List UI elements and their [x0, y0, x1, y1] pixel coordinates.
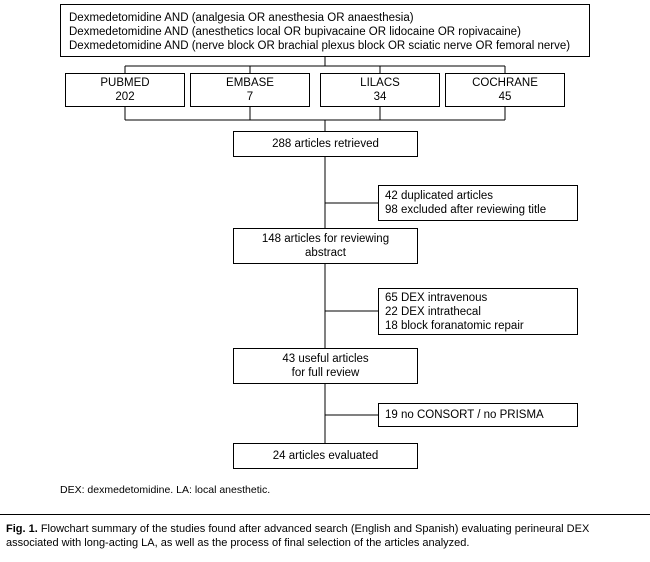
exclusion-1-line-2: 98 excluded after reviewing title	[385, 204, 547, 216]
exclusion-3-line-1: 19 no CONSORT / no PRISMA	[385, 409, 544, 421]
stage-abstract-line-2: abstract	[305, 247, 346, 259]
exclusion-box-1: 42 duplicated articles 98 excluded after…	[378, 185, 578, 221]
stage-box-retrieved: 288 articles retrieved	[233, 131, 418, 157]
abbreviations-note: DEX: dexmedetomidine. LA: local anesthet…	[60, 484, 271, 496]
database-count-lilacs: 34	[373, 91, 387, 103]
exclusion-box-2: 65 DEX intravenous 22 DEX intrathecal 18…	[378, 288, 578, 335]
stage-evaluated-line-1: 24 articles evaluated	[272, 450, 379, 462]
stage-box-abstract: 148 articles for reviewing abstract	[233, 228, 418, 264]
database-name-pubmed: PUBMED	[100, 77, 150, 89]
stage-box-evaluated: 24 articles evaluated	[233, 443, 418, 469]
database-name-embase: EMBASE	[226, 77, 274, 89]
exclusion-2-line-2: 22 DEX intrathecal	[385, 305, 481, 318]
exclusion-1-line-1: 42 duplicated articles	[385, 190, 494, 202]
database-name-lilacs: LILACS	[360, 77, 400, 89]
figure-caption: Fig. 1. Flowchart summary of the studies…	[6, 522, 644, 550]
exclusion-2-line-1: 65 DEX intravenous	[385, 291, 488, 304]
stage-full-review-line-2: for full review	[291, 367, 360, 379]
figure-caption-label: Fig. 1.	[6, 523, 38, 535]
database-box-embase: EMBASE 7	[190, 73, 310, 107]
exclusion-2-line-3: 18 block foranatomic repair	[385, 319, 524, 332]
database-count-pubmed: 202	[115, 91, 135, 103]
database-box-pubmed: PUBMED 202	[65, 73, 185, 107]
query-line-1: Dexmedetomidine AND (analgesia OR anesth…	[69, 12, 414, 24]
exclusion-box-3: 19 no CONSORT / no PRISMA	[378, 403, 578, 427]
query-line-2: Dexmedetomidine AND (anesthetics local O…	[69, 26, 521, 38]
caption-divider	[0, 514, 650, 515]
database-count-cochrane: 45	[498, 91, 512, 103]
database-count-embase: 7	[246, 91, 254, 103]
stage-abstract-line-1: 148 articles for reviewing	[261, 233, 390, 245]
query-line-3: Dexmedetomidine AND (nerve block OR brac…	[69, 40, 571, 52]
database-box-lilacs: LILACS 34	[320, 73, 440, 107]
stage-retrieved-line-1: 288 articles retrieved	[272, 138, 379, 150]
stage-full-review-line-1: 43 useful articles	[282, 353, 369, 365]
database-name-cochrane: COCHRANE	[472, 77, 538, 89]
figure-caption-text: Flowchart summary of the studies found a…	[6, 523, 590, 549]
stage-box-full-review: 43 useful articles for full review	[233, 348, 418, 384]
search-query-box: Dexmedetomidine AND (analgesia OR anesth…	[60, 4, 590, 57]
database-box-cochrane: COCHRANE 45	[445, 73, 565, 107]
